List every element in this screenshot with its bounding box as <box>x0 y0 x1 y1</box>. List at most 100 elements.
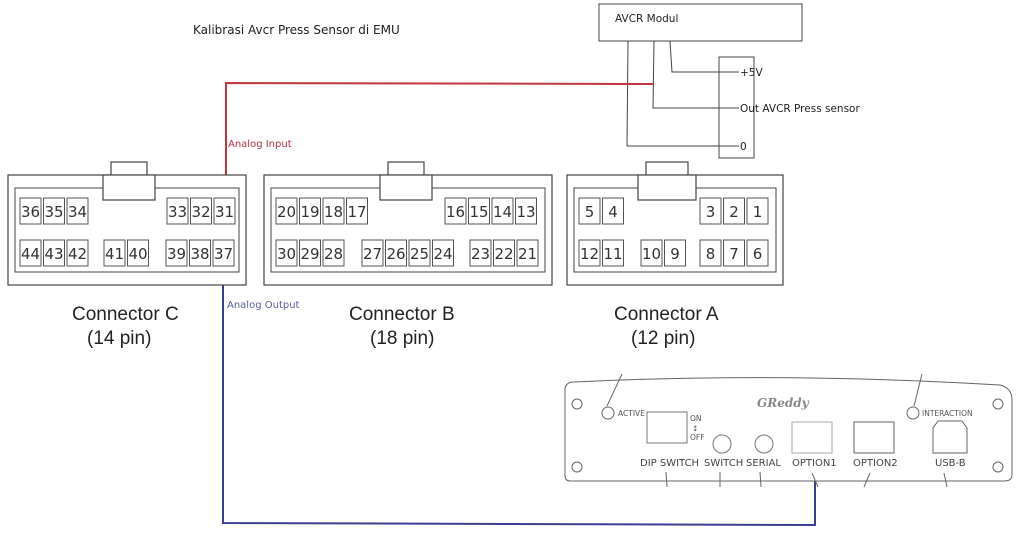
connector-b-pins: (18 pin) <box>370 328 434 349</box>
connector-c-name: Connector C <box>72 304 179 325</box>
pin-label-35: 35 <box>44 203 63 221</box>
screw-hole-icon <box>571 398 583 410</box>
connector-latch <box>637 174 697 201</box>
pin-label-18: 18 <box>324 203 343 221</box>
pin-22 <box>493 239 515 267</box>
pin-label-13: 13 <box>516 203 535 221</box>
connector-latch-tab <box>110 161 148 176</box>
pin-label-4: 4 <box>608 203 618 221</box>
analog-input-wire <box>225 81 655 208</box>
pin-29 <box>299 239 321 267</box>
pin-label-31: 31 <box>215 203 234 221</box>
pin-34 <box>66 197 89 225</box>
option1-port <box>791 421 833 454</box>
pin-39 <box>165 239 188 267</box>
leader-line <box>811 472 819 488</box>
pin-label-19: 19 <box>300 203 319 221</box>
diagram-title: Kalibrasi Avcr Press Sensor di EMU <box>193 23 400 37</box>
pin-4 <box>602 197 624 225</box>
pin-label-20: 20 <box>277 203 296 221</box>
port-label-switch: SWITCH <box>704 458 743 469</box>
pin-38 <box>189 239 211 267</box>
pin-13 <box>515 197 537 225</box>
pin-15 <box>468 197 490 225</box>
serial-port-icon <box>754 434 774 454</box>
active-led-icon <box>601 406 615 420</box>
switch-port-icon <box>712 434 732 454</box>
pin-label-40: 40 <box>128 245 147 263</box>
connector-b-name: Connector B <box>349 304 455 325</box>
pin-label-12: 12 <box>580 245 599 263</box>
screw-hole-icon <box>992 461 1004 473</box>
pin-31 <box>213 197 236 225</box>
greddy-device-panel: ACTIVE GReddy ON ↕ OFF INTERACTION DIP S… <box>564 373 1013 488</box>
pin-20 <box>275 197 298 225</box>
pin-23 <box>469 239 492 267</box>
interaction-led-leader <box>913 373 923 407</box>
pin-10 <box>640 239 663 267</box>
pin-30 <box>275 239 298 267</box>
pin-label-26: 26 <box>386 245 405 263</box>
screw-hole-icon <box>992 398 1004 410</box>
pin-label-36: 36 <box>21 203 40 221</box>
pin-label-11: 11 <box>603 245 622 263</box>
leader-line <box>759 471 762 488</box>
pin-label-28: 28 <box>324 245 343 263</box>
terminal-ground-label: 0 <box>740 141 747 153</box>
connector-latch-tab <box>387 161 425 176</box>
panel-outline <box>564 377 1013 482</box>
pin-3 <box>699 197 722 225</box>
brand-logo: GReddy <box>757 396 810 410</box>
connector-latch <box>379 174 433 201</box>
pin-label-1: 1 <box>753 203 763 221</box>
wire-ground <box>626 40 739 147</box>
wire-out-sensor <box>652 40 739 109</box>
usb-b-port-icon <box>932 420 968 454</box>
pin-label-30: 30 <box>277 245 296 263</box>
pin-33 <box>166 197 189 225</box>
pin-label-41: 41 <box>105 245 124 263</box>
pin-8 <box>699 239 722 267</box>
pin-label-23: 23 <box>471 245 490 263</box>
avcr-module-label: AVCR Modul <box>615 13 678 25</box>
port-label-option2: OPTION2 <box>853 458 898 469</box>
dip-on-label: ON <box>690 414 702 423</box>
pin-label-43: 43 <box>44 245 63 263</box>
pin-label-3: 3 <box>706 203 716 221</box>
pin-16 <box>444 197 467 225</box>
pin-label-15: 15 <box>469 203 488 221</box>
pin-label-16: 16 <box>446 203 465 221</box>
pin-label-25: 25 <box>410 245 429 263</box>
dip-switch-port <box>646 411 688 444</box>
avcr-module-box <box>598 3 803 42</box>
pin-7 <box>723 239 745 267</box>
pin-35 <box>43 197 65 225</box>
pin-36 <box>19 197 42 225</box>
port-label-usb-b: USB-B <box>935 458 966 469</box>
pin-label-2: 2 <box>729 203 739 221</box>
pin-label-21: 21 <box>518 245 537 263</box>
wire-5v <box>669 40 739 73</box>
pin-label-5: 5 <box>585 203 595 221</box>
pin-label-34: 34 <box>68 203 87 221</box>
pin-24 <box>432 239 454 267</box>
port-label-serial: SERIAL <box>746 458 781 469</box>
analog-input-label: Analog Input <box>228 139 292 150</box>
pin-6 <box>746 239 769 267</box>
interaction-led-label: INTERACTION <box>922 409 973 418</box>
pin-25 <box>408 239 431 267</box>
pin-label-42: 42 <box>68 245 87 263</box>
leader-line <box>863 472 871 488</box>
pin-label-9: 9 <box>670 245 680 263</box>
pin-label-37: 37 <box>214 245 233 263</box>
leader-line <box>665 471 668 488</box>
pin-label-8: 8 <box>706 245 716 263</box>
dip-arrow-icon: ↕ <box>692 424 698 433</box>
pin-label-14: 14 <box>493 203 512 221</box>
pin-43 <box>43 239 65 267</box>
pin-37 <box>212 239 235 267</box>
